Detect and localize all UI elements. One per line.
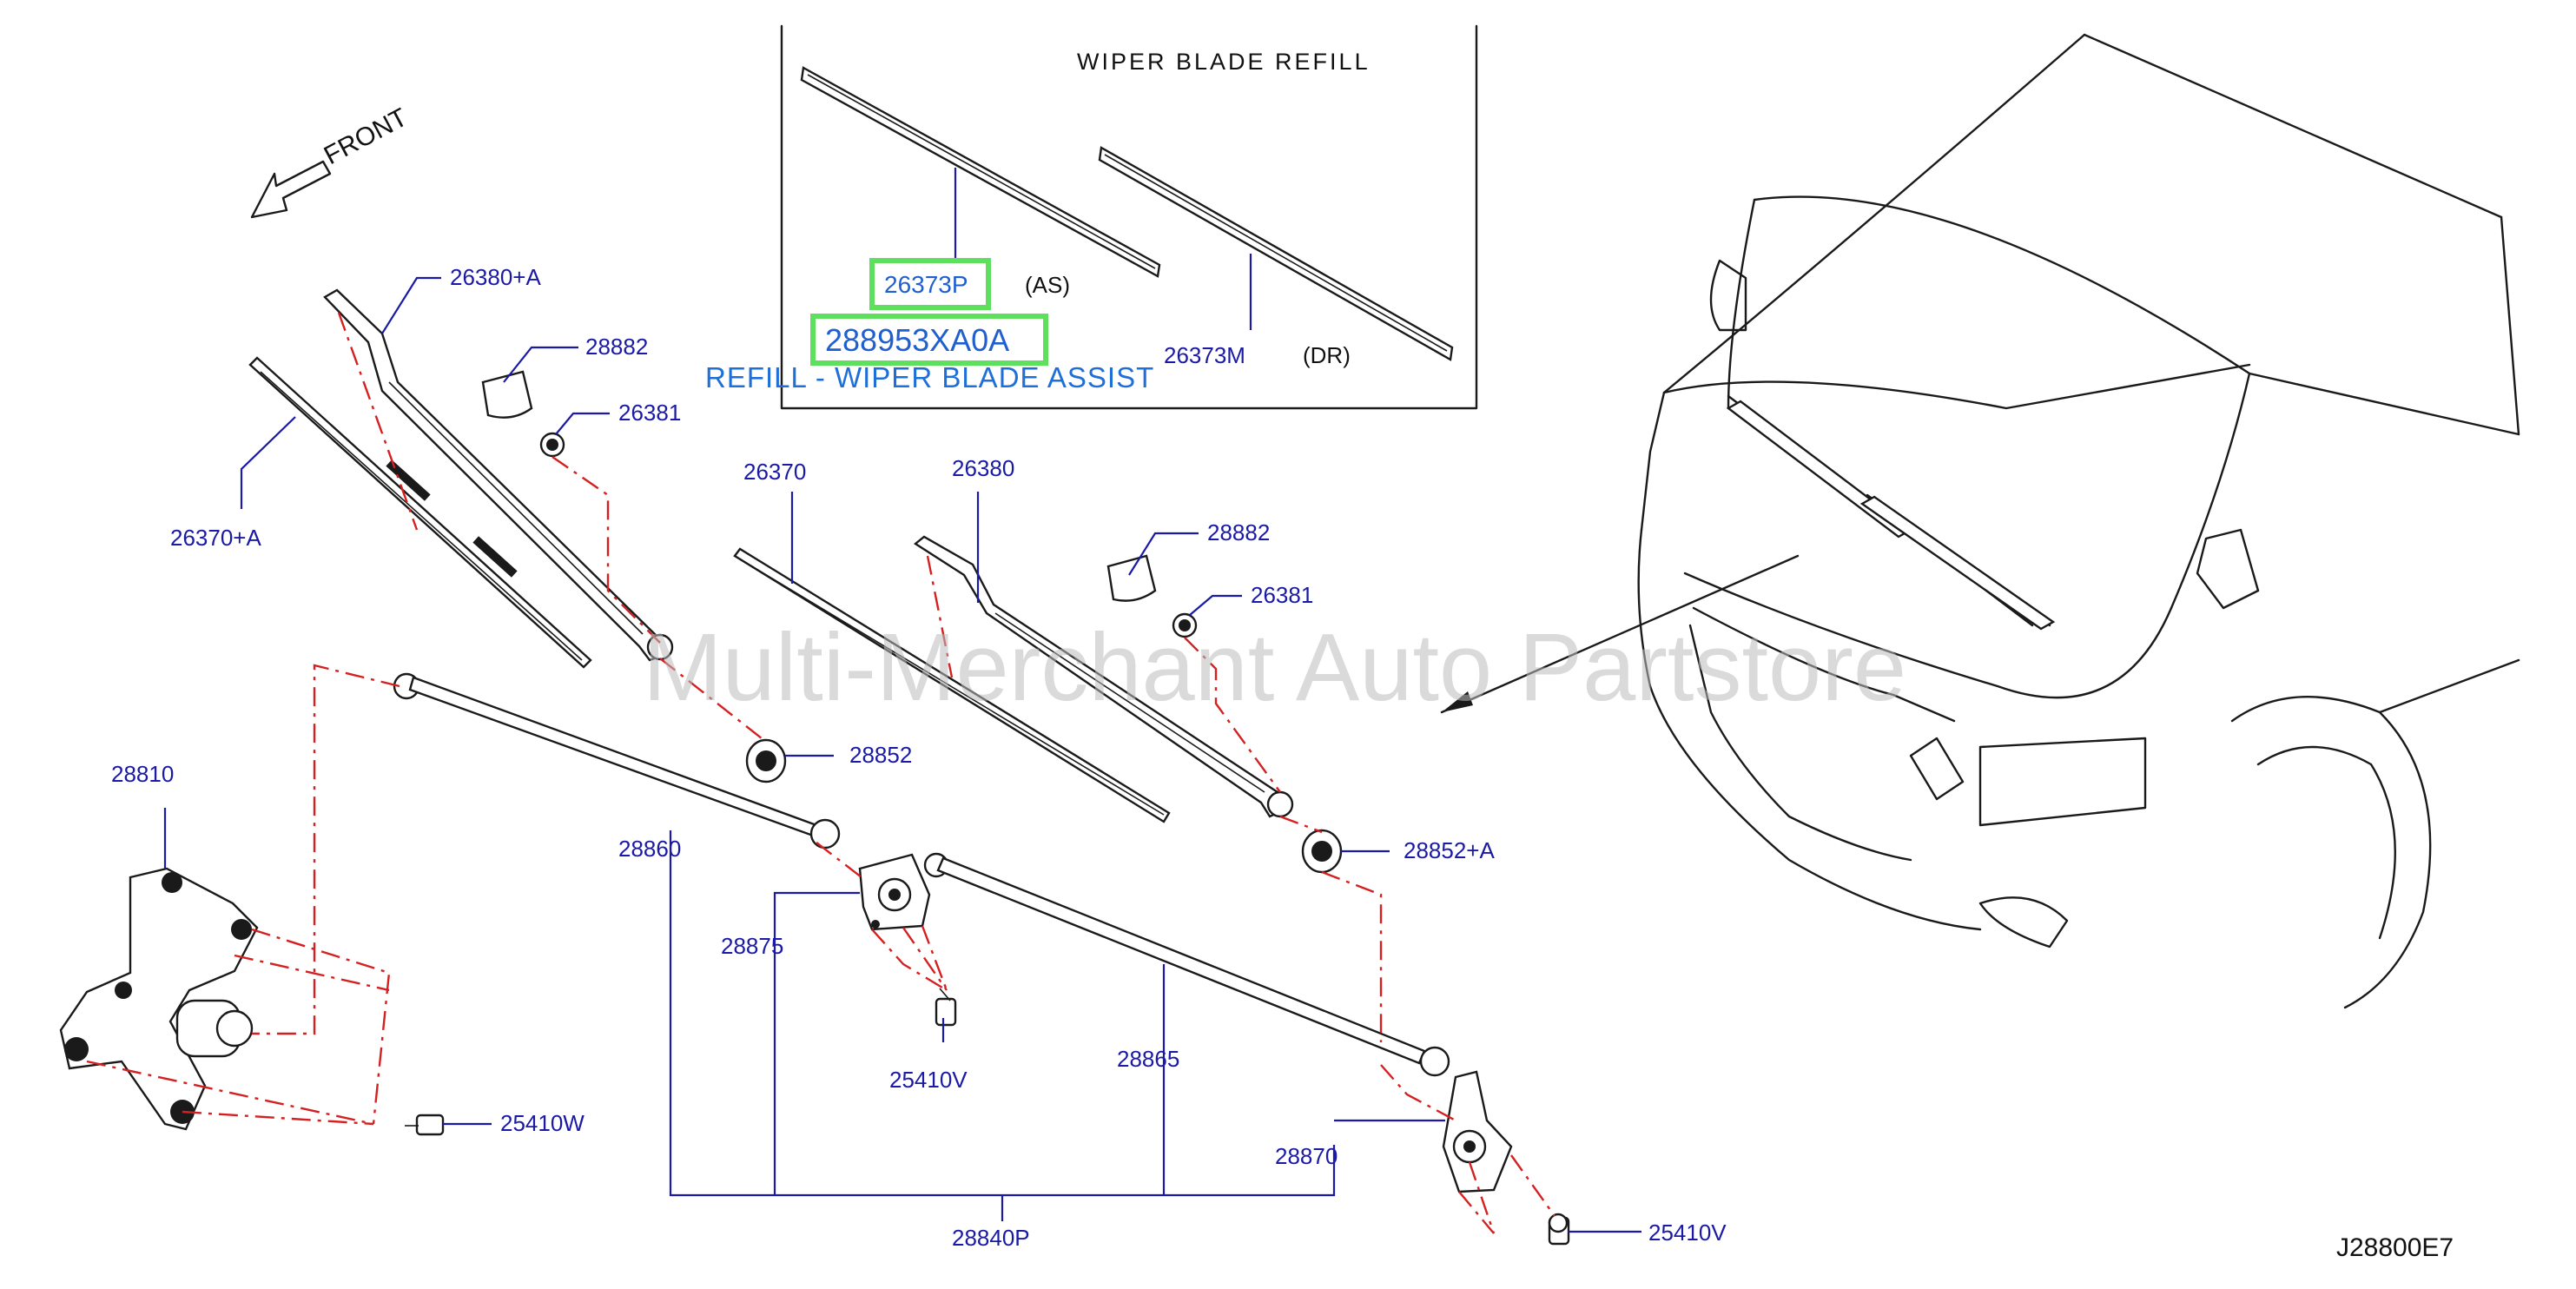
- label-28882-left[interactable]: 28882: [585, 334, 648, 360]
- inset-title: WIPER BLADE REFILL: [1077, 49, 1371, 75]
- inset-part-288953xa0a[interactable]: 288953XA0A: [825, 322, 1009, 358]
- label-26380[interactable]: 26380: [952, 455, 1014, 481]
- wiper-arm-26380a: [323, 288, 674, 662]
- refill-strip-dr: [1098, 146, 1454, 361]
- pivot-nut-28852a: [1301, 829, 1343, 874]
- wiper-motor-28810: [59, 867, 259, 1131]
- label-28840p[interactable]: 28840P: [952, 1225, 1030, 1251]
- assist-label: REFILL - WIPER BLADE ASSIST: [705, 361, 1154, 393]
- refill-inset: WIPER BLADE REFILL 26373P (AS) 288953XA0…: [705, 24, 1478, 410]
- pivot-28870: [1442, 1070, 1513, 1193]
- inset-part-26373m[interactable]: 26373M: [1164, 342, 1245, 368]
- inset-part-26373p[interactable]: 26373P: [884, 271, 968, 298]
- inset-side-as: (AS): [1025, 272, 1070, 298]
- label-28852[interactable]: 28852: [849, 742, 912, 768]
- refill-strip-as: [800, 66, 1161, 278]
- inset-side-dr: (DR): [1303, 342, 1351, 368]
- bolt-25410v-middle: [935, 988, 957, 1027]
- label-28865[interactable]: 28865: [1117, 1046, 1179, 1072]
- link-rod-28865: [923, 852, 1450, 1077]
- label-25410v-middle[interactable]: 25410V: [889, 1067, 968, 1093]
- label-26381-right[interactable]: 26381: [1251, 582, 1313, 608]
- bolt-25410w: [405, 1114, 445, 1136]
- label-28810[interactable]: 28810: [111, 761, 174, 787]
- label-28870[interactable]: 28870: [1275, 1143, 1338, 1169]
- label-26370a[interactable]: 26370+A: [170, 525, 261, 551]
- front-label: FRONT: [320, 103, 413, 171]
- label-26370[interactable]: 26370: [743, 459, 806, 485]
- watermark: Multi-Merchant Auto Partstore: [643, 614, 1906, 721]
- label-28875[interactable]: 28875: [721, 933, 783, 959]
- label-28852a[interactable]: 28852+A: [1404, 837, 1495, 863]
- highlight-box-288953xa0a: [810, 314, 1048, 366]
- wiper-blade-26370a: [248, 356, 592, 669]
- pivot-nut-28852: [745, 738, 787, 783]
- front-arrow: FRONT: [250, 103, 413, 219]
- link-rod-28860: [393, 672, 841, 849]
- leader-lines: [163, 276, 1641, 1233]
- highlight-box-26373p: [869, 258, 991, 310]
- pivot-28875: [858, 853, 931, 931]
- label-26380a[interactable]: 26380+A: [450, 264, 541, 290]
- label-28860[interactable]: 28860: [618, 836, 681, 862]
- vehicle-outline: [1440, 33, 2520, 1009]
- wiper-blade-26370: [733, 547, 1171, 823]
- part-labels: 26380+A 28882 26381 26370+A 26370 26380 …: [111, 264, 1727, 1251]
- label-25410v-right[interactable]: 25410V: [1648, 1220, 1727, 1246]
- label-26381-left[interactable]: 26381: [618, 400, 681, 426]
- bolt-25410v-right: [1548, 1213, 1570, 1246]
- label-25410w[interactable]: 25410W: [500, 1110, 585, 1136]
- alignment-lines: [86, 312, 1556, 1234]
- label-28882-right[interactable]: 28882: [1207, 519, 1270, 545]
- cap-28882-right: [1106, 554, 1157, 602]
- wiper-arm-26380: [913, 535, 1294, 818]
- cap-28882-left: [481, 370, 533, 419]
- diagram-id: J28800E7: [2336, 1233, 2454, 1262]
